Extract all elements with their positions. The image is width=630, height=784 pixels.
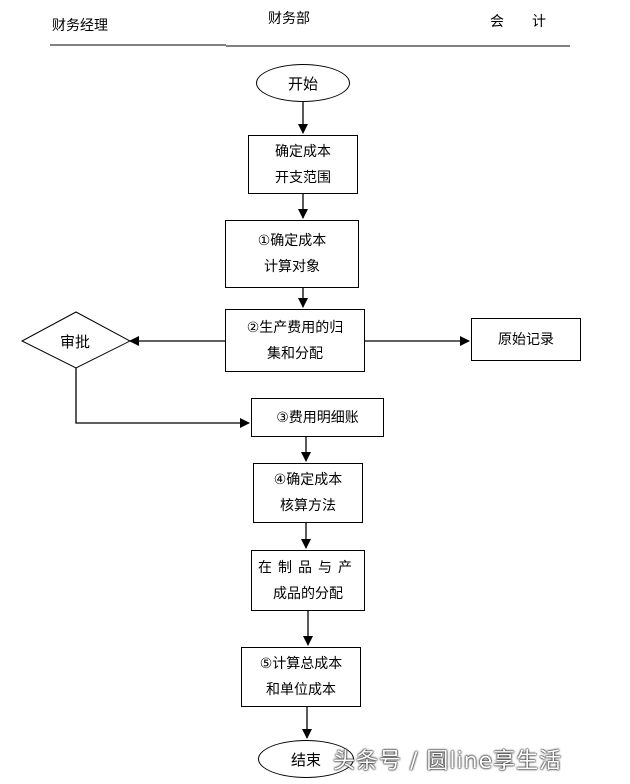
step2-line1: ①确定成本 <box>257 233 327 249</box>
end-terminal: 结束 <box>258 740 354 778</box>
step1-line2: 开支范围 <box>275 169 331 186</box>
start-label: 开始 <box>287 74 318 93</box>
step3-line1: ②生产费用的归 <box>246 319 344 336</box>
step5-line1: ④确定成本 <box>273 472 343 488</box>
step6-line1: 在制品与产 <box>258 559 358 576</box>
step-total-unit-cost: ⑤计算总成本 和单位成本 <box>241 647 361 707</box>
step7-line1: ⑤计算总成本 <box>259 656 343 672</box>
step1-line1: 确定成本 <box>275 143 331 160</box>
original-records-box: 原始记录 <box>471 318 581 361</box>
step5-line2: 核算方法 <box>280 498 336 514</box>
header-finance-department: 财务部 <box>268 11 310 27</box>
step-define-cost-object: ①确定成本 计算对象 <box>225 220 359 288</box>
step-cost-detail-ledger: ③费用明细账 <box>251 398 384 437</box>
step-define-costing-method: ④确定成本 核算方法 <box>253 463 363 523</box>
step-wip-finished-allocation: 在制品与产 成品的分配 <box>251 550 365 611</box>
approve-diamond <box>20 311 132 369</box>
watermark-text: 头条号 / 圆line享生活 <box>333 749 563 774</box>
header-finance-manager: 财务经理 <box>52 18 108 34</box>
start-terminal: 开始 <box>256 64 350 102</box>
step-cost-collection-allocation: ②生产费用的归 集和分配 <box>225 309 365 372</box>
header-accountant: 会 计 <box>490 14 546 30</box>
original-records-label: 原始记录 <box>498 331 554 348</box>
step6-line2: 成品的分配 <box>273 585 343 602</box>
step4-label: ③费用明细账 <box>276 409 359 426</box>
approve-label: 审批 <box>60 333 91 351</box>
arrow-approve-to-step4 <box>75 367 250 428</box>
step-define-cost-scope: 确定成本 开支范围 <box>248 135 358 194</box>
step7-line2: 和单位成本 <box>266 682 336 698</box>
step2-line2: 计算对象 <box>264 259 320 275</box>
end-label: 结束 <box>290 750 321 769</box>
step3-line2: 集和分配 <box>267 345 323 362</box>
